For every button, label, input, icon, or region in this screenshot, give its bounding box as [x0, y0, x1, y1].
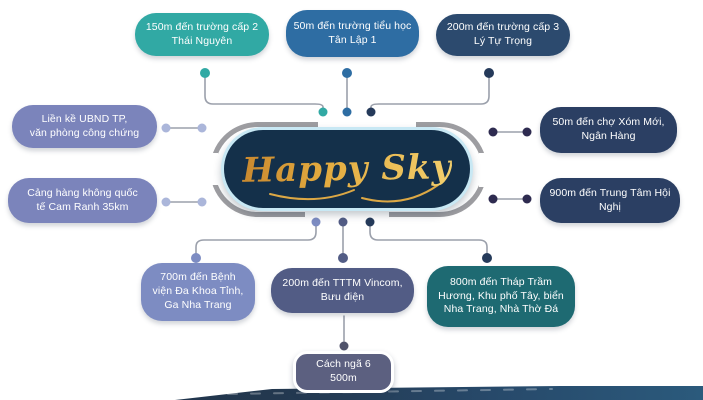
node-label: Liền kề UBND TP, văn phòng công chứng	[29, 112, 140, 139]
node-trung-tam-hoi-nghi: 900m đến Trung Tâm Hội Nghị	[540, 178, 680, 223]
node-label: 800m đến Tháp Trầm Hương, Khu phố Tây, b…	[438, 275, 564, 316]
node-label: 50m đến trường tiểu học Tân Lập 1	[293, 19, 412, 46]
node-truong-cap-2: 150m đến trường cấp 2 Thái Nguyên	[135, 13, 269, 56]
connector-dot	[342, 107, 352, 117]
node-cho-xom-moi: 50m đến chợ Xóm Mới, Ngân Hàng	[540, 107, 677, 153]
connector-dot	[161, 197, 171, 207]
node-label: 200m đến TTTM Vincom, Bưu điện	[282, 276, 403, 303]
connector-dot	[342, 68, 352, 78]
connector-dot	[366, 107, 376, 117]
node-benh-vien: 700m đến Bệnh viện Đa Khoa Tỉnh, Ga Nha …	[141, 263, 255, 321]
connector-line	[369, 225, 488, 255]
connector-dot	[365, 217, 375, 227]
connector-dot	[482, 253, 492, 263]
connector-dot	[191, 253, 201, 263]
node-label: 50m đến chợ Xóm Mới, Ngân Hàng	[552, 116, 665, 142]
node-truong-cap-3: 200m đến trường cấp 3 Lý Tự Trọng	[436, 14, 570, 56]
connector-dot	[522, 194, 532, 204]
connector-dot	[338, 253, 348, 263]
node-thap-tram-huong: 800m đến Tháp Trầm Hương, Khu phố Tây, b…	[427, 266, 575, 327]
logo-pill: Happy Sky	[221, 127, 473, 211]
connector-line	[195, 225, 317, 255]
connector-dot	[484, 68, 494, 78]
connector-dot	[339, 341, 349, 351]
node-label: Cách ngã 6 500m	[316, 358, 371, 384]
connector-dot	[522, 127, 532, 137]
node-truong-tieu-hoc: 50m đến trường tiểu học Tân Lập 1	[286, 10, 419, 57]
node-label: Cảng hàng không quốc tế Cam Ranh 35km	[27, 186, 138, 213]
connector-dot	[488, 127, 498, 137]
frame-gap-bottom	[305, 209, 389, 220]
frame-gap-left	[206, 153, 218, 185]
connector-dot	[200, 68, 210, 78]
node-cach-nga-6: Cách ngã 6 500m	[293, 351, 394, 393]
node-label: 900m đến Trung Tâm Hội Nghị	[549, 186, 671, 213]
frame-gap-top	[318, 119, 416, 130]
node-label: 200m đến trường cấp 3 Lý Tự Trọng	[446, 21, 560, 47]
node-cang-hang-khong: Cảng hàng không quốc tế Cam Ranh 35km	[8, 178, 157, 223]
connector-line	[370, 77, 490, 109]
logo-text: Happy Sky	[241, 147, 453, 191]
frame-gap-right	[479, 153, 492, 187]
connector-dot	[338, 217, 348, 227]
connector-dot	[197, 123, 207, 133]
node-ubnd-tp: Liền kề UBND TP, văn phòng công chứng	[12, 105, 157, 148]
connector-dot	[318, 107, 328, 117]
connector-dot	[197, 197, 207, 207]
connector-dot	[311, 217, 321, 227]
logo-flourish-icon	[269, 184, 439, 203]
connector-dot	[488, 194, 498, 204]
connector-dot	[161, 123, 171, 133]
node-label: 150m đến trường cấp 2 Thái Nguyên	[145, 20, 259, 47]
road-lane-dashes	[227, 388, 553, 395]
connector-line	[204, 77, 324, 109]
node-label: 700m đến Bệnh viện Đa Khoa Tỉnh, Ga Nha …	[152, 271, 244, 311]
node-tttm-vincom: 200m đến TTTM Vincom, Bưu điện	[271, 268, 414, 313]
